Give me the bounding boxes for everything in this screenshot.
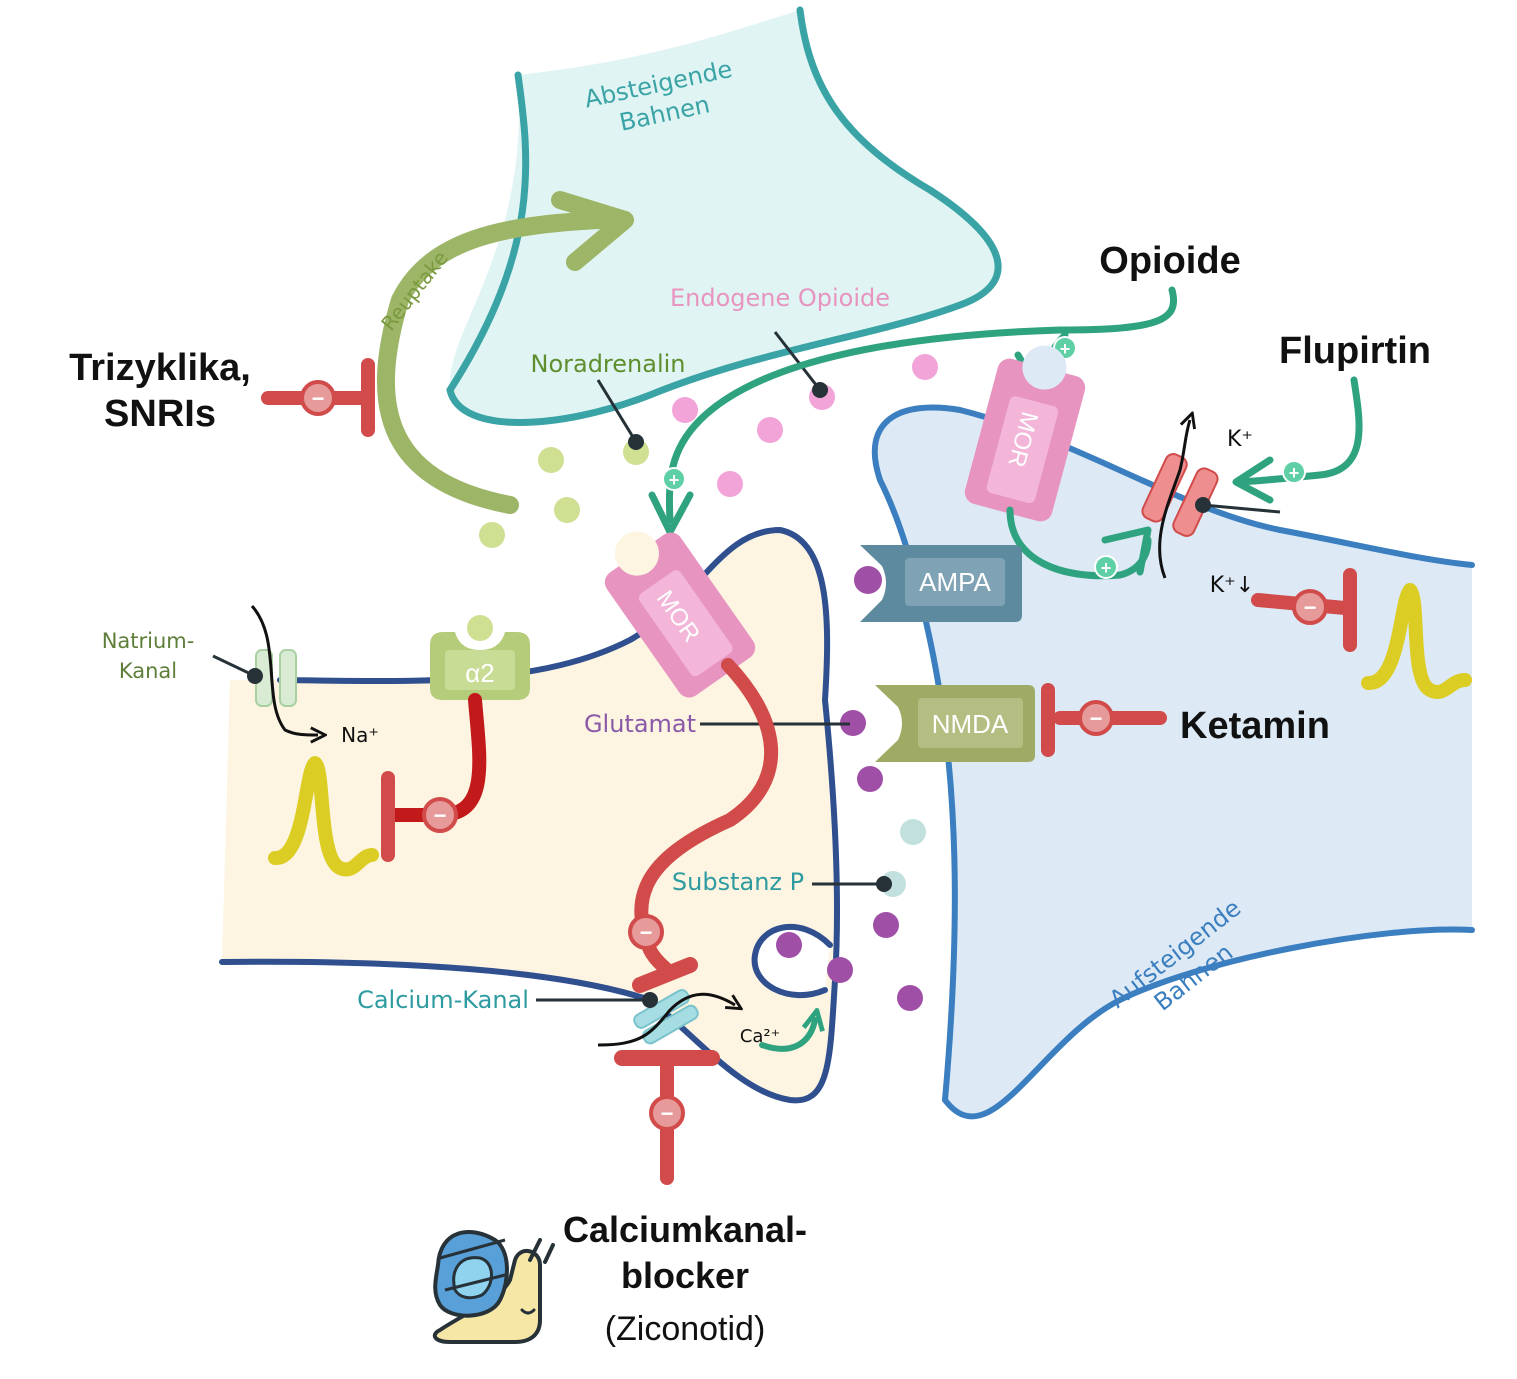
minus-sign: − <box>640 920 653 945</box>
potassium-label: K⁺ <box>1227 427 1253 452</box>
plus-sign: + <box>1060 339 1071 359</box>
ascending-pathway: AufsteigendeBahnen <box>871 404 1475 1120</box>
opioid-pointer <box>773 331 822 391</box>
ampa-label: AMPA <box>919 567 991 597</box>
glutamate-particles <box>776 710 923 1011</box>
plus-sign: + <box>1101 558 1112 578</box>
alpha2-label: α2 <box>465 658 495 688</box>
plus-sign: + <box>669 470 680 490</box>
potassium-down-label: K⁺↓ <box>1210 573 1254 598</box>
calcium-channel-label: Calcium-Kanal <box>357 986 529 1014</box>
minus-sign: − <box>1304 595 1317 620</box>
endogenous-opioids-label: Endogene Opioide <box>670 284 890 312</box>
ketamine-inhibitor: − Ketamin <box>1041 683 1330 757</box>
glutamate-label: Glutamat <box>584 710 696 738</box>
noradrenaline-pointer <box>596 379 638 443</box>
mor-calcium-inhibition <box>634 658 779 975</box>
reuptake-label: Reuptake <box>376 246 453 335</box>
drug-flupirtine: Flupirtin <box>1279 330 1431 372</box>
nmda-receptor: NMDA <box>875 685 1035 762</box>
alpha2-receptor: α2 <box>430 632 530 700</box>
opioids-activation: + + Opioide <box>648 240 1241 536</box>
drug-ziconotide: (Ziconotid) <box>605 1310 766 1348</box>
drug-tricyclics: Trizyklika,SNRIs <box>69 347 251 435</box>
noradrenaline-label: Noradrenalin <box>530 350 685 378</box>
tricyclics-inhibitor: − Trizyklika,SNRIs <box>69 347 375 437</box>
action-potential-icon <box>268 756 379 877</box>
substance-p-label: Substanz P <box>672 868 804 896</box>
snail-icon <box>432 1230 555 1344</box>
plus-sign: + <box>1289 463 1300 483</box>
drug-ketamine: Ketamin <box>1180 705 1330 747</box>
potassium-inhibition: − <box>1251 568 1472 699</box>
flupirtine-activation: + Flupirtin <box>1232 330 1431 504</box>
calcium-channel: Calcium-Kanal Ca²⁺ <box>357 986 815 1052</box>
mor-receptor-presynaptic: MOR <box>604 531 756 698</box>
sodium-channel: Natrium-Kanal Na⁺ <box>102 605 379 747</box>
calcium-ion-label: Ca²⁺ <box>740 1026 780 1047</box>
nmda-label: NMDA <box>932 709 1009 739</box>
drug-opioids: Opioide <box>1099 240 1240 282</box>
action-potential-icon <box>1361 583 1472 699</box>
minus-sign: − <box>661 1101 674 1126</box>
mor-receptor-postsynaptic: MOR <box>964 345 1086 522</box>
calcium-activation <box>759 1020 815 1052</box>
ccb-inhibitor: − Calciumkanal-blocker (Ziconotid) <box>563 1050 807 1348</box>
minus-sign: − <box>1090 706 1103 731</box>
sodium-ion-label: Na⁺ <box>341 723 379 747</box>
potassium-channel: K⁺ K⁺↓ <box>1141 420 1281 598</box>
descending-pathway: AbsteigendeBahnen <box>446 6 1002 426</box>
sodium-channel-label: Natrium-Kanal <box>102 629 195 683</box>
minus-sign: − <box>312 386 325 411</box>
ampa-receptor: AMPA <box>854 545 1022 622</box>
noradrenaline-particles <box>467 439 649 641</box>
minus-sign: − <box>434 803 447 828</box>
drug-ccb: Calciumkanal-blocker <box>563 1209 807 1296</box>
